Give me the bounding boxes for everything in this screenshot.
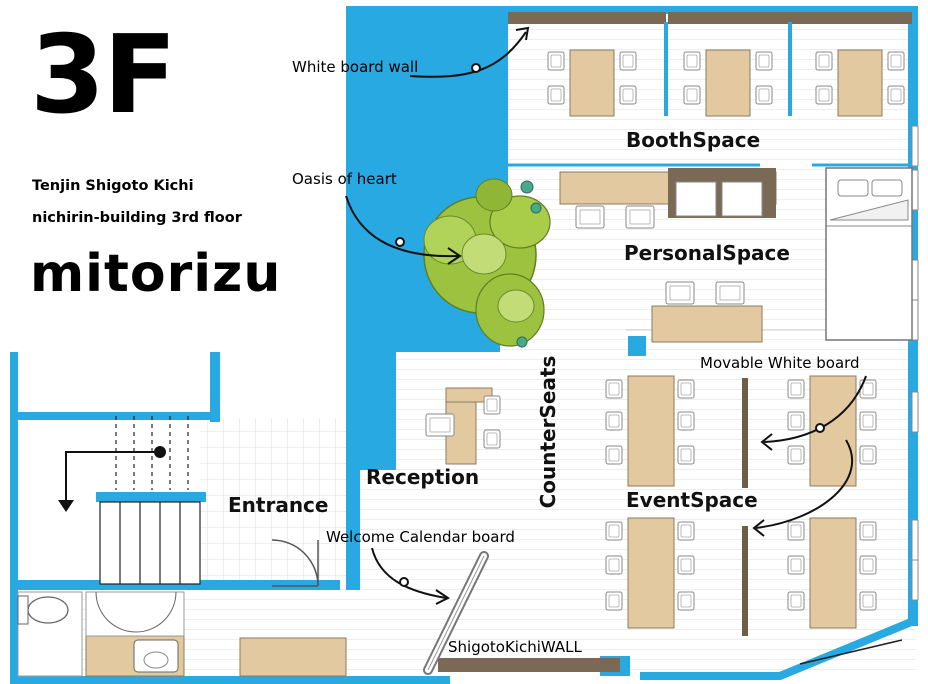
welcome-calendar-board <box>423 551 489 675</box>
reception-desk <box>425 387 501 465</box>
movable-whiteboard-1 <box>742 378 748 488</box>
brand-name: mitorizu <box>30 244 282 304</box>
event-table-3 <box>605 517 695 629</box>
booth-partitions <box>508 12 912 331</box>
building-floor: nichirin-building 3rd floor <box>32 210 242 226</box>
staircase <box>58 416 206 585</box>
counter-seats-label-box: CounterSeats <box>536 352 566 512</box>
event-table-4 <box>787 517 877 629</box>
shigotokichi-wall-note: ShigotoKichiWALL <box>448 638 582 656</box>
personal-desk <box>651 281 763 343</box>
oasis-tree <box>423 178 551 348</box>
personal-bed <box>825 167 913 341</box>
bottom-bench-1 <box>239 637 347 677</box>
personal-counter <box>559 168 777 229</box>
right-windows <box>911 125 919 601</box>
booth-1-table <box>547 49 637 117</box>
shigotokichi-wall-panel <box>438 658 620 672</box>
entrance-floor <box>200 418 360 588</box>
movable-whiteboard-note: Movable White board <box>700 354 860 372</box>
reception-label: Reception <box>366 465 480 489</box>
entrance-door <box>271 539 319 587</box>
restroom <box>17 591 185 677</box>
event-space-label: EventSpace <box>626 488 758 512</box>
floor-label: 3F <box>30 13 177 138</box>
oasis-wall-area <box>346 6 508 588</box>
whiteboard-wall-note: White board wall <box>292 58 419 76</box>
angled-wall-inner <box>799 639 903 665</box>
building-name: Tenjin Shigoto Kichi <box>32 178 194 194</box>
booth-3-table <box>815 49 905 117</box>
welcome-board-note: Welcome Calendar board <box>326 528 515 546</box>
annotation-arrows <box>345 26 867 605</box>
entrance-label: Entrance <box>228 493 329 517</box>
booth-space-label: BoothSpace <box>626 128 761 152</box>
movable-whiteboard-2 <box>742 526 748 636</box>
angled-wall <box>640 616 918 680</box>
oasis-note: Oasis of heart <box>292 170 397 188</box>
counter-seats-label: CounterSeats <box>536 355 560 509</box>
booth-2-table <box>683 49 773 117</box>
personal-space-label: PersonalSpace <box>624 241 790 265</box>
event-table-1 <box>605 375 695 487</box>
